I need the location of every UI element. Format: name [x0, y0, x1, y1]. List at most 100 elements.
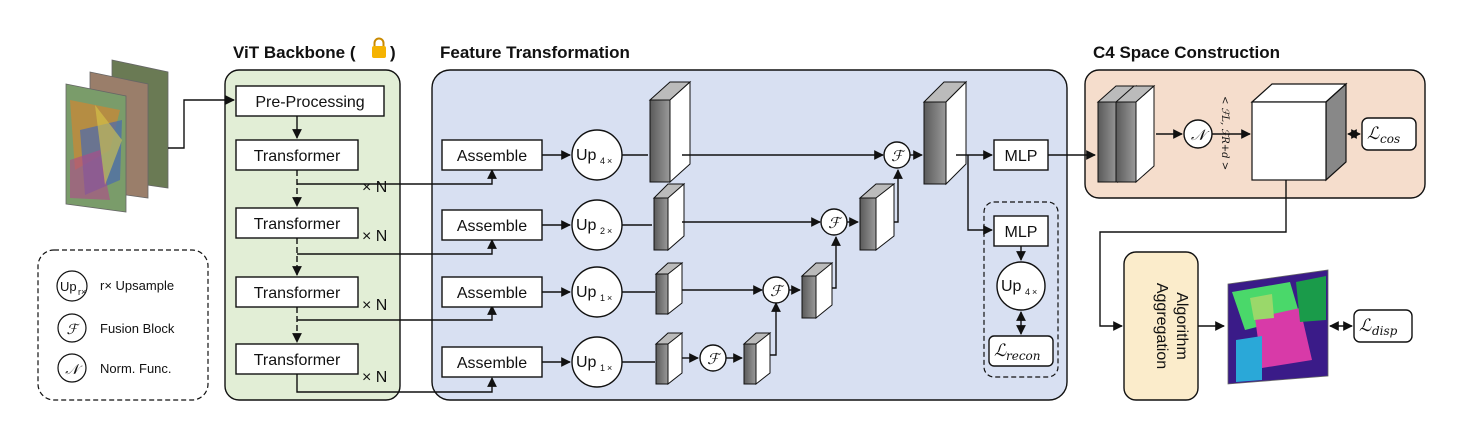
upsample-circle-recon: Up 4 ×: [996, 261, 1046, 311]
times-n-label-4: × N: [362, 369, 387, 386]
input-images: [65, 59, 169, 213]
feature-map-fused-4: [742, 331, 772, 386]
cost-volume-cube: [1250, 82, 1348, 182]
svg-text:Assemble: Assemble: [457, 355, 527, 372]
svg-text:Up: Up: [576, 354, 597, 371]
legend-norm: 𝒩 Norm. Func.: [57, 353, 172, 383]
svg-text:Transformer: Transformer: [254, 148, 341, 165]
c4-title: C4 Space Construction: [1093, 43, 1280, 62]
svg-text:MLP: MLP: [1005, 148, 1038, 165]
norm-circle: 𝒩: [1183, 119, 1213, 149]
svg-text:Assemble: Assemble: [457, 148, 527, 165]
transformer-box-3: Transformer: [235, 276, 359, 308]
feature-map-fused-1: [922, 80, 968, 186]
svg-text:×: ×: [607, 156, 612, 166]
upsample-circle-3: Up 1 ×: [571, 266, 623, 318]
assemble-box-4: Assemble: [441, 346, 543, 378]
input-arrow: [168, 95, 235, 149]
svg-text:Up: Up: [576, 217, 597, 234]
mlp-box-main: MLP: [993, 139, 1049, 171]
svg-text:Up: Up: [576, 147, 597, 164]
svg-text:2: 2: [600, 226, 605, 236]
svg-text:Assemble: Assemble: [457, 218, 527, 235]
svg-text:1: 1: [600, 293, 605, 303]
svg-text:Assemble: Assemble: [457, 285, 527, 302]
fusion-circle-4: ℱ: [699, 344, 727, 372]
mlp-box-recon: MLP: [993, 215, 1049, 247]
svg-text:r×: r×: [78, 287, 86, 297]
legend-upsample: Up r× r× Upsample: [56, 270, 174, 302]
svg-text:ℒ: ℒ: [994, 341, 1007, 361]
feature-title: Feature Transformation: [440, 43, 630, 62]
svg-text:Transformer: Transformer: [254, 352, 341, 369]
tap-arrow-1: [297, 169, 497, 185]
assemble-box-1: Assemble: [441, 139, 543, 171]
svg-text:Up: Up: [576, 284, 597, 301]
reconstruction-branch: [983, 201, 1059, 378]
svg-text:ℒ: ℒ: [1367, 124, 1380, 144]
disparity-output-image: [1227, 269, 1329, 385]
svg-text:𝒩: 𝒩: [1191, 126, 1210, 144]
svg-text:×: ×: [607, 226, 612, 236]
cos-loss-box: ℒ cos: [1361, 117, 1417, 151]
svg-text:ℱ: ℱ: [770, 282, 785, 300]
feature-map-up2: [652, 182, 686, 252]
svg-text:Pre-Processing: Pre-Processing: [255, 94, 364, 111]
transformer-box-2: Transformer: [235, 207, 359, 239]
svg-text:Up: Up: [60, 279, 77, 294]
svg-text:disp: disp: [1372, 324, 1398, 338]
tap-arrow-3: [297, 305, 497, 321]
svg-text:×: ×: [607, 293, 612, 303]
tap-arrow-4: [296, 374, 497, 393]
legend-fusion: ℱ Fusion Block: [57, 313, 175, 343]
transformer-box-1: Transformer: [235, 139, 359, 171]
upsample-circle-1: Up 4 ×: [571, 129, 623, 181]
svg-text:cos: cos: [1380, 132, 1400, 146]
svg-text:×: ×: [607, 363, 612, 373]
svg-text:MLP: MLP: [1005, 224, 1038, 241]
transformer-box-4: Transformer: [235, 343, 359, 375]
svg-text:Fusion Block: Fusion Block: [100, 321, 175, 336]
lock-icon: [372, 37, 386, 58]
upsample-circle-4: Up 1 ×: [571, 336, 623, 388]
times-n-label-1: × N: [362, 179, 387, 196]
svg-text:ℱ: ℱ: [66, 322, 80, 338]
feature-map-fused-2: [858, 182, 896, 252]
svg-text:Up: Up: [1001, 278, 1022, 295]
disp-loss-box: ℒ disp: [1353, 309, 1413, 343]
svg-text:1: 1: [600, 363, 605, 373]
recon-loss-box: ℒ recon: [988, 335, 1054, 367]
svg-text:4: 4: [1025, 287, 1030, 297]
c4-feature-maps: [1096, 84, 1156, 184]
upsample-circle-2: Up 2 ×: [571, 199, 623, 251]
preprocessing-box: Pre-Processing: [235, 85, 385, 117]
fusion-circle-2: ℱ: [820, 208, 848, 236]
times-n-label-3: × N: [362, 297, 387, 314]
svg-text:recon: recon: [1006, 349, 1041, 363]
svg-text:4: 4: [600, 156, 605, 166]
feature-map-up1-a: [654, 261, 684, 316]
svg-text:Transformer: Transformer: [254, 216, 341, 233]
fusion-circle-1: ℱ: [883, 141, 911, 169]
aggregation-box: Aggregation Algorithm: [1123, 251, 1199, 401]
tap-arrow-2: [297, 239, 497, 255]
feature-map-fused-3: [800, 261, 834, 320]
svg-text:Algorithm: Algorithm: [1173, 292, 1190, 360]
fusion-circle-3: ℱ: [762, 276, 790, 304]
backbone-title-end: ): [390, 43, 396, 62]
times-n-label-2: × N: [362, 228, 387, 245]
svg-text:Aggregation: Aggregation: [1153, 283, 1170, 369]
svg-text:×: ×: [1032, 287, 1037, 297]
correlation-label: < ℱL, ℱR+d >: [1219, 96, 1230, 170]
feature-map-up4: [648, 80, 692, 184]
feature-map-up1-b: [654, 331, 684, 386]
svg-text:Transformer: Transformer: [254, 285, 341, 302]
svg-text:ℱ: ℱ: [707, 350, 722, 368]
assemble-box-2: Assemble: [441, 209, 543, 241]
svg-text:ℒ: ℒ: [1359, 316, 1372, 336]
assemble-box-3: Assemble: [441, 276, 543, 308]
svg-text:Norm. Func.: Norm. Func.: [100, 361, 172, 376]
svg-text:ℱ: ℱ: [828, 214, 843, 232]
svg-text:ℱ: ℱ: [891, 147, 906, 165]
